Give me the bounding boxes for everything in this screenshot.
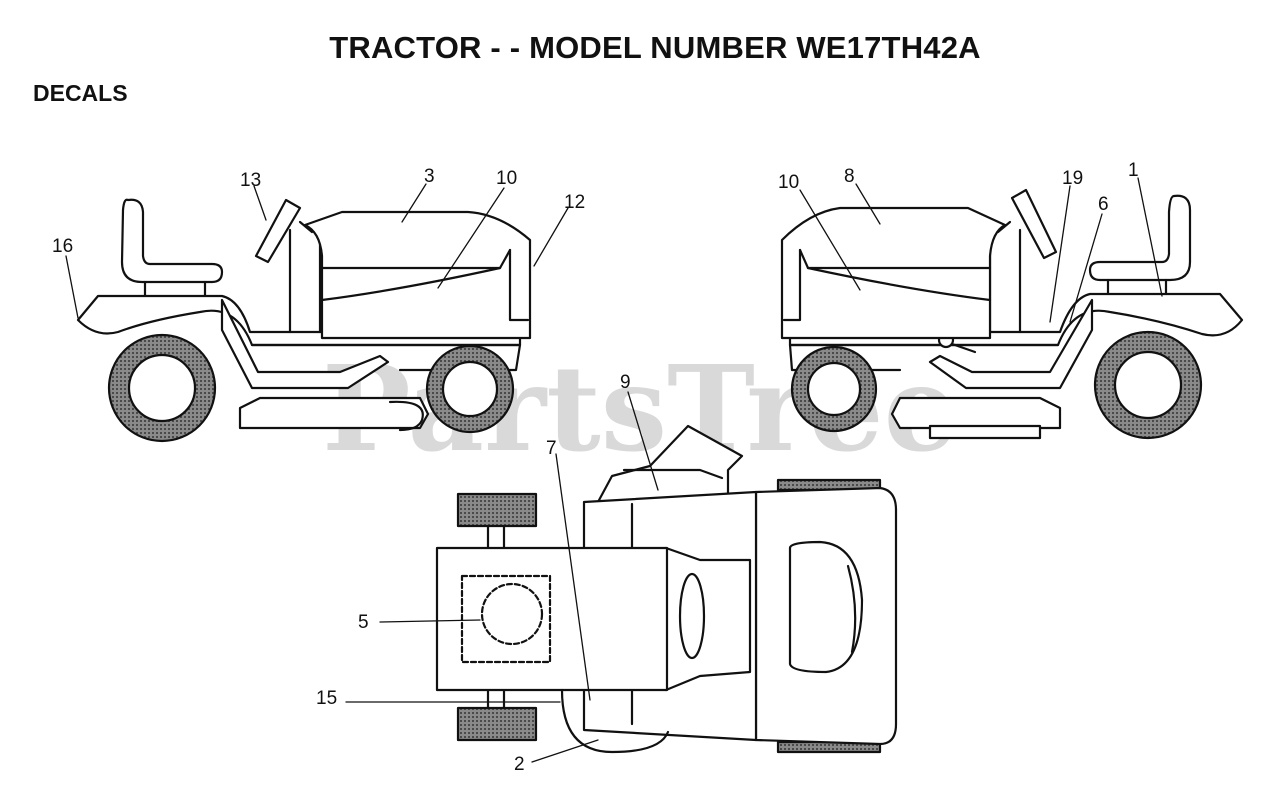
tractor-left-view	[76, 198, 532, 443]
callout-9: 9	[620, 372, 631, 393]
callout-6: 6	[1098, 194, 1109, 215]
tractor-top-view	[435, 424, 898, 754]
callout-13: 13	[240, 170, 261, 191]
callout-1: 1	[1128, 160, 1139, 181]
callout-10-left: 10	[496, 168, 517, 189]
callout-15: 15	[316, 688, 337, 709]
callout-8: 8	[844, 166, 855, 187]
callout-10-right: 10	[778, 172, 799, 193]
callout-labels: 13 3 10 12 16 10 8 19 1 6 9 7 5 15 2	[52, 160, 1139, 775]
callout-12: 12	[564, 192, 585, 213]
callout-5: 5	[358, 612, 369, 633]
callout-leader-lines	[65, 177, 1163, 763]
callout-2: 2	[514, 754, 525, 775]
callout-3: 3	[424, 166, 435, 187]
section-title: DECALS	[33, 80, 128, 106]
page-title: TRACTOR - - MODEL NUMBER WE17TH42A	[329, 30, 981, 65]
callout-16: 16	[52, 236, 73, 257]
callout-19: 19	[1062, 168, 1083, 189]
callout-7: 7	[546, 438, 557, 459]
tractor-right-view	[780, 188, 1244, 440]
